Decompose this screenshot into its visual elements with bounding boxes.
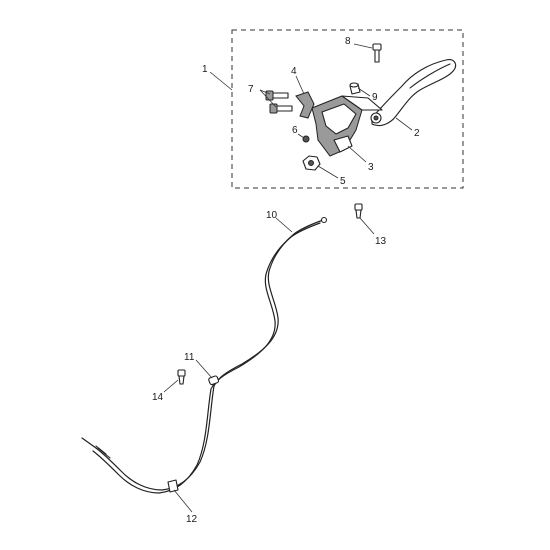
callout-6: 6 <box>292 125 298 136</box>
callout-14: 14 <box>152 392 164 403</box>
callout-10: 10 <box>266 210 278 221</box>
adjuster-nut <box>302 155 321 171</box>
callout-7: 7 <box>248 84 254 95</box>
callout-11: 11 <box>184 352 195 363</box>
clutch-cable <box>81 216 328 494</box>
assembly-boundary <box>231 29 464 189</box>
clamp-screws <box>265 90 293 114</box>
pivot-bolt <box>372 43 382 63</box>
leader-lines <box>163 43 413 513</box>
cable-clip <box>167 479 179 493</box>
clutch-lever <box>370 59 457 127</box>
callout-3: 3 <box>368 162 374 173</box>
cable-grommet <box>208 375 220 386</box>
bolt-13 <box>354 203 363 219</box>
callout-8: 8 <box>345 36 351 47</box>
callout-13: 13 <box>375 236 387 247</box>
pivot-bush <box>349 82 361 95</box>
clamp-half <box>295 91 315 119</box>
lever-holder <box>311 95 383 157</box>
callout-5: 5 <box>340 176 346 187</box>
callout-2: 2 <box>414 128 420 139</box>
callout-9: 9 <box>372 92 378 103</box>
callout-4: 4 <box>291 66 297 77</box>
bolt-14 <box>177 369 186 385</box>
small-nut <box>302 135 310 143</box>
callout-1: 1 <box>202 64 208 75</box>
callout-12: 12 <box>186 514 198 525</box>
callout-labels: 1 2 3 4 5 6 7 8 9 10 11 12 13 14 <box>152 36 420 525</box>
